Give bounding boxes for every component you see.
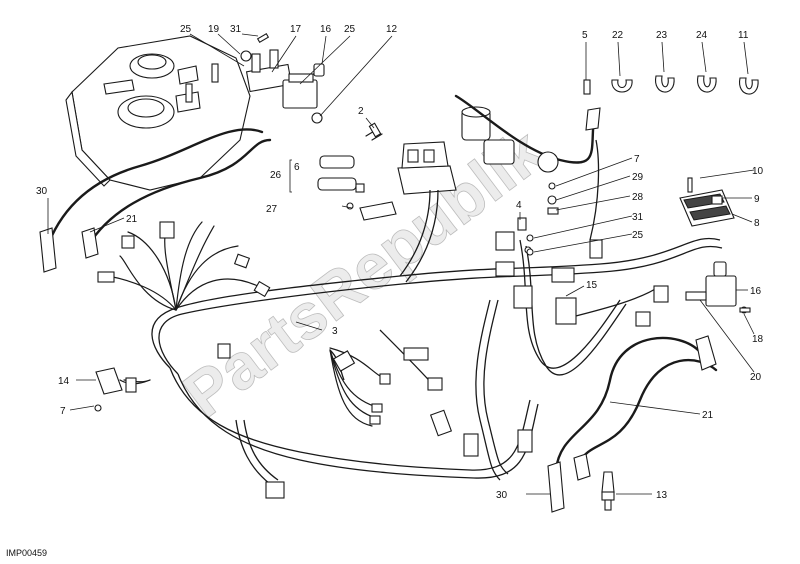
relay-box [397,141,457,195]
callout-label: 18 [752,334,764,345]
callout-label: 10 [752,166,764,177]
callout-label: 14 [58,376,70,387]
callout-label: 7 [634,154,640,165]
callout-label: 16 [750,286,762,297]
callout-label: 5 [582,30,588,41]
callout-label: 23 [656,30,668,41]
hv-lead-left [44,128,264,252]
sidestand-switch [94,367,151,412]
callout-label: 30 [36,186,48,197]
ignition-coil-front [282,63,325,124]
callout-label: 16 [320,24,332,35]
leader-lines [47,33,755,495]
cable-clips [611,75,759,95]
callout-label: 2 [358,106,364,117]
callout-label: 25 [344,24,356,35]
callout-label: 24 [696,30,708,41]
reference-code: IMP00459 [6,548,47,558]
bracket-label: 26 [270,170,282,181]
hv-lead-rear [554,336,702,472]
callout-label: 22 [612,30,624,41]
starter-cable [454,94,596,164]
voltage-regulator [679,177,735,227]
coil-bracket [240,33,293,93]
callout-label: 29 [632,172,644,183]
battery-tray [65,35,251,191]
callout-label: 25 [180,24,192,35]
callout-label: 15 [586,280,598,291]
connectors [97,217,669,499]
callout-label: 25 [632,230,644,241]
hv-lead-rear-2 [578,359,718,464]
callout-label: 27 [266,204,278,215]
callout-label: 19 [208,24,220,35]
callout-label: 11 [738,30,749,41]
ignition-coil-rear [685,261,748,314]
callout-label: 6 [294,162,300,173]
callout-label: 17 [290,24,302,35]
callout-label: 31 [230,24,242,35]
callout-label: 21 [702,410,714,421]
callout-label: 9 [754,194,760,205]
temperature-sensor [601,471,615,511]
callout-label: 20 [750,372,762,383]
callout-label: 7 [60,406,66,417]
callout-label: 8 [754,218,760,229]
callout-numbers: 25 19 31 17 16 25 12 5 22 23 24 11 2 7 2… [36,24,764,501]
hv-lead-left-2 [86,138,272,248]
flasher-relay [317,155,365,193]
callout-label: 21 [126,214,138,225]
callout-label: 12 [386,24,398,35]
callout-label: 31 [632,212,644,223]
callout-label: 28 [632,192,644,203]
callout-label: 30 [496,490,508,501]
callout-label: 13 [656,490,668,501]
callout-label: 4 [516,200,522,211]
callout-label: 3 [332,326,338,337]
